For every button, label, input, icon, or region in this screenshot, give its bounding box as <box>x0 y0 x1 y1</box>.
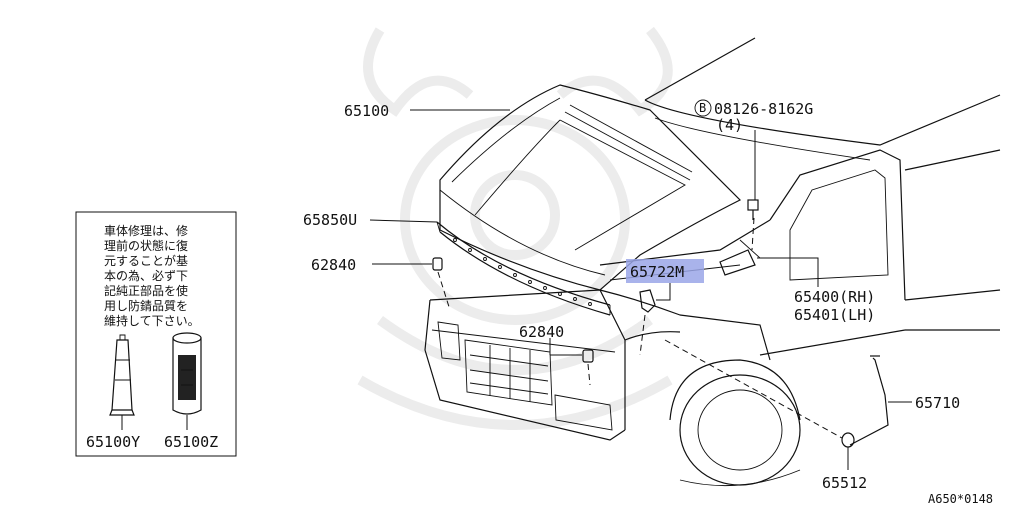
paint-spray-icon <box>172 332 202 430</box>
leader-lines <box>369 109 912 470</box>
hood-panel <box>439 84 742 291</box>
hood-bolt <box>747 199 759 220</box>
hood-bumper-center <box>582 349 594 386</box>
label-hinge-rh[interactable]: 65400(RH) <box>794 288 875 306</box>
label-bumper-left[interactable]: 62840 <box>311 256 356 274</box>
label-hood[interactable]: 65100 <box>344 102 389 120</box>
paint-tube-icon <box>109 334 135 430</box>
bolt-mark: B <box>699 101 706 115</box>
hood-bumper-left <box>432 257 451 311</box>
hood-hinge <box>719 217 761 276</box>
label-bolt-qty: (4) <box>716 116 743 134</box>
hood-seal-strip <box>436 221 611 316</box>
hood-lock <box>639 289 656 356</box>
note-line-6: 用し防錆品質を <box>104 298 188 313</box>
note-line-3: 元することが基 <box>104 253 188 268</box>
note-line-4: 本の為、必ず下 <box>104 269 188 283</box>
watermark-crest <box>357 26 673 430</box>
figure-code: A650*0148 <box>928 492 993 506</box>
label-paint-tube[interactable]: 65100Y <box>86 433 140 451</box>
label-seal[interactable]: 65850U <box>303 211 357 229</box>
repair-note-box: 車体修理は、修 理前の状態に復 元することが基 本の為、必ず下 記純正部品を使 … <box>75 211 237 457</box>
label-bolt-group[interactable]: B 08126-8162G (4) <box>694 99 813 134</box>
label-bolt: 08126-8162G <box>714 100 813 118</box>
label-rod[interactable]: 65710 <box>915 394 960 412</box>
label-hinge-lh[interactable]: 65401(LH) <box>794 306 875 324</box>
note-line-2: 理前の状態に復 <box>104 238 188 253</box>
label-bumper-center[interactable]: 62840 <box>519 323 564 341</box>
lock-label-highlight <box>626 259 704 283</box>
note-line-1: 車体修理は、修 <box>104 223 188 238</box>
prop-rod-clip <box>664 339 855 448</box>
note-text: 車体修理は、修 理前の状態に復 元することが基 本の為、必ず下 記純正部品を使 … <box>104 223 200 328</box>
label-clip[interactable]: 65512 <box>822 474 867 492</box>
label-lock[interactable]: 65722M <box>630 263 684 281</box>
note-line-7: 維持して下さい。 <box>104 313 200 328</box>
hood-prop-rod <box>849 355 889 446</box>
note-line-5: 記純正部品を使 <box>104 283 188 298</box>
label-paint-spray[interactable]: 65100Z <box>164 433 218 451</box>
